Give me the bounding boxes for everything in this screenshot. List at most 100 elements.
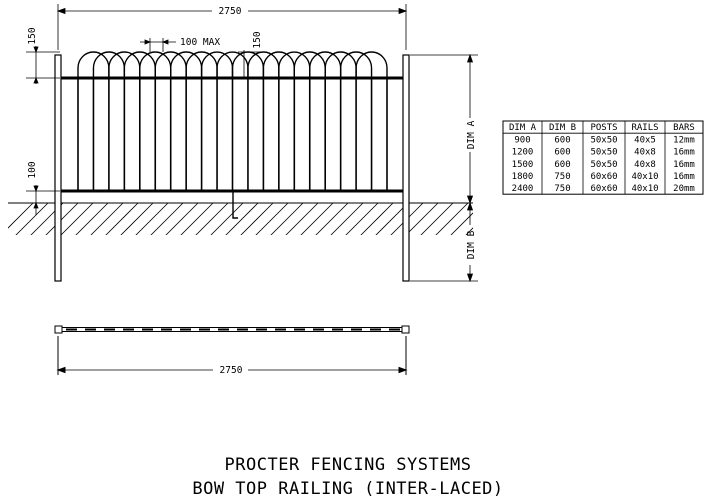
table-cell: 16mm [673,172,695,182]
bow [139,51,172,78]
table-cell: 50x50 [590,148,617,158]
hatch-line [255,203,289,235]
hatch-line [210,203,244,235]
bow [262,51,295,78]
bow [339,51,373,78]
table-cell: 20mm [673,184,695,194]
dim-a-label: DIM A [466,120,477,149]
hatch-line [465,227,473,235]
table-cell: 750 [554,172,570,182]
bow-height-label: 150 [252,31,263,48]
bow [185,51,218,78]
hatch-line [15,203,49,235]
ground-hatching [8,203,543,236]
table-cell: 16mm [673,148,695,158]
fence-plan-view [54,325,410,375]
left-post [54,54,62,282]
table-cell: 12mm [673,135,695,145]
bow [355,51,388,78]
table-cell: 40x10 [631,172,658,182]
table-header-cell: RAILS [631,123,658,133]
bow [123,51,156,78]
table-cell: 750 [554,184,570,194]
hatch-line [315,203,349,235]
top-gap-label: 150 [27,27,38,44]
bow [216,51,249,78]
overall-width-label: 2750 [219,6,242,17]
hatch-line [450,212,473,235]
table-header-cell: DIM A [509,123,537,133]
table-cell: 40x10 [631,184,658,194]
hatch-line [405,203,439,235]
table-cell: 60x60 [590,172,617,182]
hatch-line [195,203,229,235]
bow [170,51,203,78]
vertical-bars [77,78,388,191]
bow [92,51,126,78]
company-title: PROCTER FENCING SYSTEMS [225,455,472,475]
table-cell: 900 [514,135,530,145]
hatch-line [180,203,214,235]
fence-elevation [8,51,543,282]
elevation-dimensions [26,4,478,283]
hatch-line [225,203,259,235]
table-header-cell: POSTS [590,123,617,133]
bow [324,51,357,78]
bow [278,51,311,78]
product-title: BOW TOP RAILING (INTER-LACED) [192,479,503,499]
table-cell: 2400 [512,184,534,194]
table-header-cell: BARS [673,123,695,133]
table-border [502,120,704,195]
hatch-line [270,203,304,235]
plan-width-label: 2750 [220,365,243,376]
hatch-line [60,203,94,235]
bow [77,51,110,78]
bottom-gap-label: 100 [27,161,38,178]
hatch-line [135,203,169,235]
right-post [402,54,410,282]
bow [200,51,234,78]
table-cell: 40x8 [634,148,656,158]
hatch-line [240,203,274,235]
table-cell: 40x5 [634,135,656,145]
hatch-line [105,203,139,235]
table-cell: 50x50 [590,160,617,170]
interlaced-bows [77,51,388,78]
table-header-cell: DIM B [549,123,576,133]
hatch-line [420,203,454,235]
spec-table: DIM A DIM B POSTS RAILS BARS 900 600 50x50 40x5 1… [502,120,704,195]
hatch-line [90,203,124,235]
table-cell: 1800 [512,172,534,182]
plan-right-post [401,325,410,334]
table-cell: 600 [554,135,570,145]
centre-foot [232,191,238,219]
hatch-line [8,203,34,229]
hatch-line [75,203,109,235]
bow [309,51,342,78]
table-cell: 600 [554,148,570,158]
hatch-line [330,203,364,235]
hatch-line [285,203,319,235]
table-cell: 40x8 [634,160,656,170]
hatch-line [120,203,154,235]
table-cell: 600 [554,160,570,170]
hatch-line [480,203,513,236]
hatch-line [345,203,379,235]
bow-spacing-label: 100 MAX [180,37,220,48]
dim-b-label: DIM B [466,230,477,259]
hatch-line [300,203,334,235]
hatch-line [360,203,394,235]
bow [108,51,141,78]
table-cell: 16mm [673,160,695,170]
bow [293,51,326,78]
table-cell: 50x50 [590,135,617,145]
hatch-line [150,203,184,235]
bow [247,51,280,78]
hatch-line [510,203,543,236]
table-cell: 1200 [512,148,534,158]
hatch-line [165,203,199,235]
table-cell: 60x60 [590,184,617,194]
table-cell: 1500 [512,160,534,170]
bow [154,51,187,78]
